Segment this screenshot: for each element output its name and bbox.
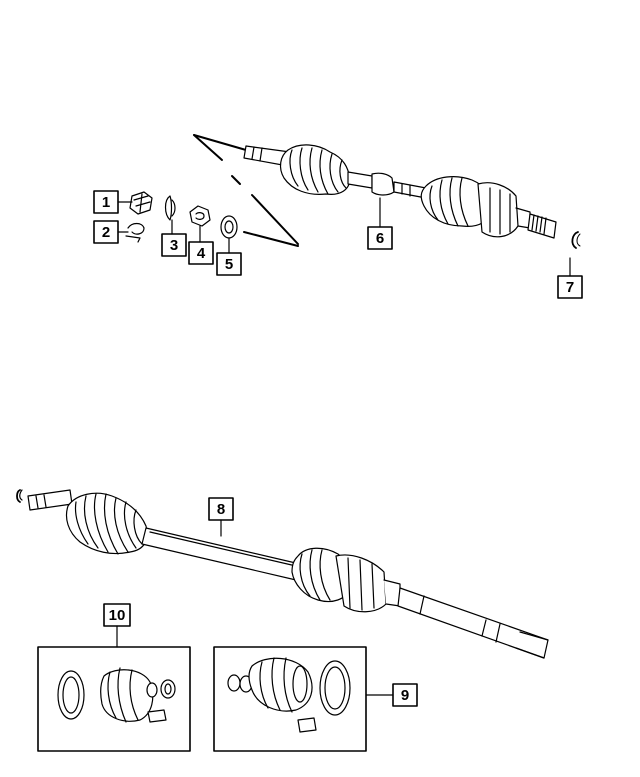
callout-3-label: 3 xyxy=(170,237,178,254)
cotter-pin-part-2 xyxy=(125,222,145,243)
inner-joint-housing xyxy=(477,182,557,239)
nut-part-4 xyxy=(189,205,211,227)
lower-outer-cv-boot xyxy=(65,492,148,555)
callout-5: 5 xyxy=(216,237,242,276)
callout-7-label: 7 xyxy=(566,279,574,296)
callout-3: 3 xyxy=(161,219,187,257)
intermediate-shaft xyxy=(347,171,427,199)
callout-8-label: 8 xyxy=(217,501,225,518)
callout-9-label: 9 xyxy=(401,687,409,704)
lower-inner-cv-boot xyxy=(291,547,352,603)
boot-kit-9-frame xyxy=(213,646,367,752)
boot-kit-10-frame xyxy=(37,646,191,752)
upper-axle-shaft-assembly xyxy=(193,134,581,249)
hub-nut-part-1 xyxy=(129,191,153,215)
callout-2: 2 xyxy=(93,220,129,244)
callout-1-label: 1 xyxy=(102,194,110,211)
callout-4: 4 xyxy=(188,225,214,265)
callout-7: 7 xyxy=(557,257,583,299)
callout-1: 1 xyxy=(93,190,133,214)
callout-6: 6 xyxy=(367,197,393,250)
callout-2-label: 2 xyxy=(102,224,110,241)
outer-cv-boot xyxy=(279,144,351,195)
callout-9: 9 xyxy=(365,683,418,707)
callout-8: 8 xyxy=(208,497,234,537)
snap-ring-7 xyxy=(571,231,581,249)
washer-part-3 xyxy=(164,195,176,221)
callout-4-label: 4 xyxy=(197,245,206,262)
callout-6-label: 6 xyxy=(376,230,384,247)
lower-axle-shaft-assembly xyxy=(16,489,549,659)
callout-10: 10 xyxy=(103,603,131,648)
washer-part-5 xyxy=(220,215,238,239)
explode-lines xyxy=(193,134,299,247)
callout-10-label: 10 xyxy=(109,607,126,624)
callout-5-label: 5 xyxy=(225,256,233,273)
